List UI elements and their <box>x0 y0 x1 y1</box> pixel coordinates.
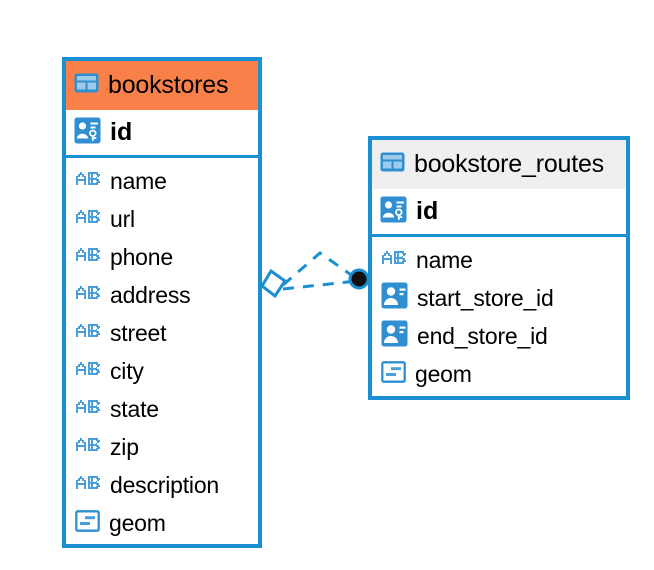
attribute-list-bookstore-routes: name start_store_id <box>372 237 626 393</box>
attribute-label: start_store_id <box>417 284 554 311</box>
primary-key-label: id <box>416 197 439 225</box>
attribute-label: name <box>110 167 167 194</box>
circle-filled-icon <box>348 268 370 290</box>
entity-title: bookstores <box>108 71 229 99</box>
table-icon <box>380 152 405 177</box>
primary-key-icon <box>380 196 407 228</box>
attribute-row-name[interactable]: name <box>372 241 626 279</box>
primary-key-label: id <box>110 118 133 146</box>
attribute-row-address[interactable]: address <box>66 276 258 314</box>
attribute-row-url[interactable]: url <box>66 200 258 238</box>
primary-key-icon <box>74 117 101 149</box>
foreign-key-icon <box>381 282 408 314</box>
attribute-label: zip <box>110 433 139 460</box>
abc-text-icon <box>75 285 101 305</box>
attribute-label: end_store_id <box>417 322 548 349</box>
abc-text-icon <box>381 250 407 270</box>
table-icon <box>74 73 99 98</box>
attribute-label: url <box>110 205 135 232</box>
attribute-label: name <box>416 246 473 273</box>
attribute-row-description[interactable]: description <box>66 466 258 504</box>
attribute-label: geom <box>109 509 166 536</box>
geometry-icon <box>75 509 100 537</box>
relationship-line-upper <box>282 251 358 287</box>
attribute-label: description <box>110 471 220 498</box>
entity-title: bookstore_routes <box>414 150 604 178</box>
entity-table-bookstore-routes[interactable]: bookstore_routes id <box>368 136 630 400</box>
attribute-row-city[interactable]: city <box>66 352 258 390</box>
entity-table-bookstores[interactable]: bookstores id <box>62 57 262 548</box>
diamond-open-icon <box>260 268 288 299</box>
entity-header-bookstore-routes[interactable]: bookstore_routes <box>372 140 626 189</box>
attribute-label: state <box>110 395 159 422</box>
abc-text-icon <box>75 361 101 381</box>
attribute-row-start-store-id[interactable]: start_store_id <box>372 279 626 317</box>
attribute-row-phone[interactable]: phone <box>66 238 258 276</box>
geometry-icon <box>381 360 406 388</box>
attribute-label: phone <box>110 243 173 270</box>
attribute-label: address <box>110 281 191 308</box>
attribute-row-state[interactable]: state <box>66 390 258 428</box>
abc-text-icon <box>75 247 101 267</box>
abc-text-icon <box>75 475 101 495</box>
abc-text-icon <box>75 209 101 229</box>
attribute-label: city <box>110 357 144 384</box>
abc-text-icon <box>75 171 101 191</box>
abc-text-icon <box>75 399 101 419</box>
relationship-line-lower <box>282 279 358 291</box>
attribute-row-geom[interactable]: geom <box>66 504 258 542</box>
attribute-row-street[interactable]: street <box>66 314 258 352</box>
attribute-row-name[interactable]: name <box>66 162 258 200</box>
attribute-list-bookstores: name url <box>66 158 258 542</box>
attribute-label: street <box>110 319 167 346</box>
abc-text-icon <box>75 437 101 457</box>
attribute-row-zip[interactable]: zip <box>66 428 258 466</box>
attribute-row-geom[interactable]: geom <box>372 355 626 393</box>
attribute-label: geom <box>415 360 472 387</box>
primary-key-row-bookstores[interactable]: id <box>66 110 258 158</box>
entity-header-bookstores[interactable]: bookstores <box>66 61 258 110</box>
attribute-row-end-store-id[interactable]: end_store_id <box>372 317 626 355</box>
primary-key-row-bookstore-routes[interactable]: id <box>372 189 626 237</box>
foreign-key-icon <box>381 320 408 352</box>
abc-text-icon <box>75 323 101 343</box>
